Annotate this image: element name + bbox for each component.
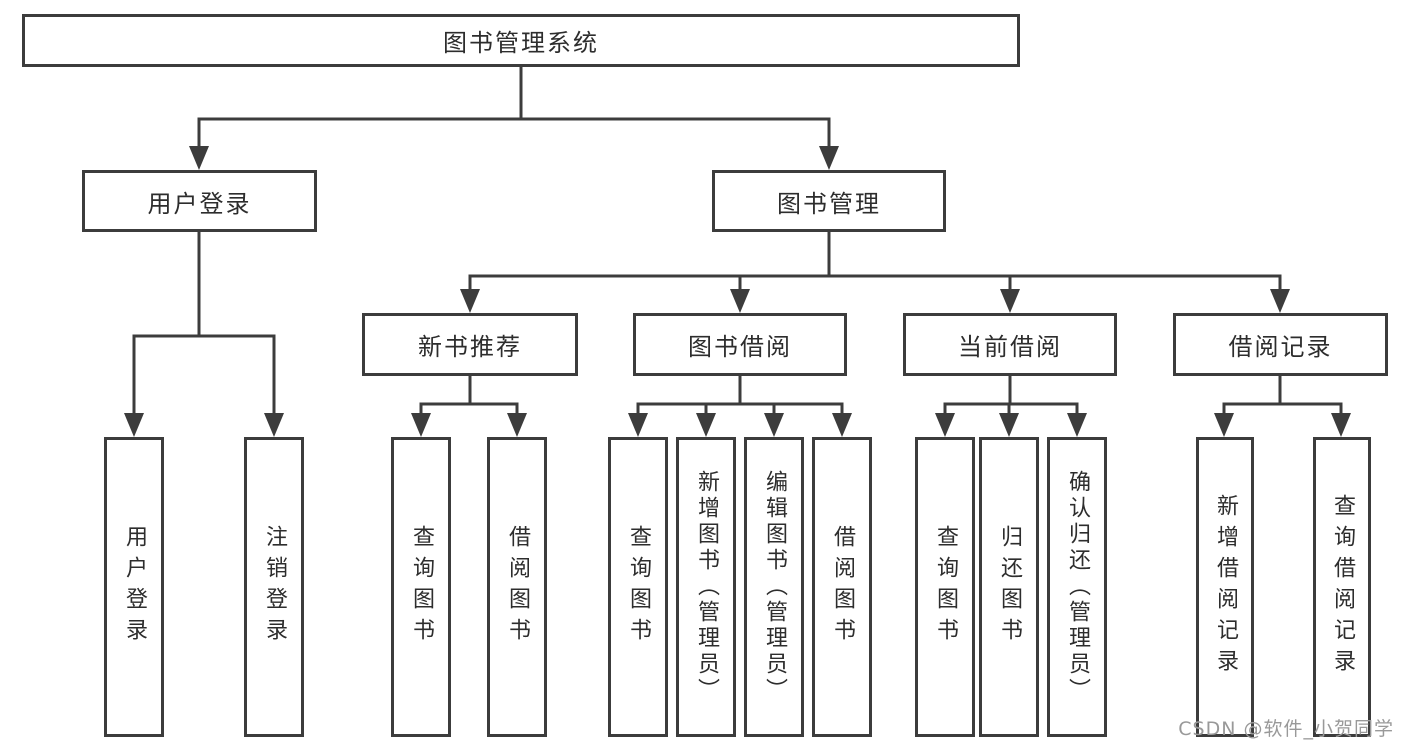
arrowhead-br-add-record [1214, 413, 1234, 437]
node-root: 图书管理系统 [22, 14, 1020, 67]
watermark: CSDN @软件_小贺同学 [1178, 718, 1394, 740]
leaf-cb-return-books-label: 归还图书 [997, 525, 1022, 649]
node-borrow-records-label: 借阅记录 [1228, 333, 1333, 361]
arrowhead-leaf-logout [264, 413, 284, 437]
arrowhead-new-book-recommend [460, 289, 480, 313]
leaf-bb-query-books: 查询图书 [608, 437, 668, 737]
leaf-br-add-record-label: 新增借阅记录 [1213, 494, 1238, 680]
arrowhead-bb-edit-books [764, 413, 784, 437]
leaf-nb-query-books: 查询图书 [391, 437, 451, 737]
leaf-br-query-record-label: 查询借阅记录 [1330, 494, 1355, 680]
leaf-cb-confirm-return-admin-label: 确认归还（管理员） [1065, 470, 1090, 704]
node-book-borrow-label: 图书借阅 [688, 333, 792, 361]
node-user-login: 用户登录 [82, 170, 317, 232]
leaf-user-login: 用户登录 [104, 437, 164, 737]
leaf-nb-borrow-books-label: 借阅图书 [505, 525, 530, 649]
leaf-cb-confirm-return-admin: 确认归还（管理员） [1047, 437, 1107, 737]
arrowhead-leaf-user-login [124, 413, 144, 437]
arrowhead-bb-borrow-books [832, 413, 852, 437]
connector-book-management-children [468, 230, 1282, 292]
node-user-login-label: 用户登录 [147, 189, 252, 218]
connector-book-borrow-children [636, 374, 844, 417]
connector-borrow-records-children [1222, 374, 1343, 417]
leaf-bb-add-books-admin-label: 新增图书（管理员） [694, 470, 719, 704]
arrowhead-bb-query-books [628, 413, 648, 437]
node-new-book-recommend: 新书推荐 [362, 313, 578, 376]
arrowhead-borrow-records [1270, 289, 1290, 313]
arrowhead-cb-query-books [935, 413, 955, 437]
connector-new-book-recommend-children [419, 374, 519, 417]
node-new-book-recommend-label: 新书推荐 [418, 333, 522, 361]
node-book-borrow: 图书借阅 [633, 313, 847, 376]
arrowhead-nb-borrow-books [507, 413, 527, 437]
leaf-cb-return-books: 归还图书 [979, 437, 1039, 737]
leaf-nb-query-books-label: 查询图书 [409, 525, 434, 649]
leaf-bb-borrow-books-label: 借阅图书 [830, 525, 855, 649]
node-root-label: 图书管理系统 [443, 29, 599, 57]
leaf-nb-borrow-books: 借阅图书 [487, 437, 547, 737]
leaf-bb-edit-books-admin: 编辑图书（管理员） [744, 437, 804, 737]
arrowhead-user-login [189, 146, 209, 170]
connector-user-login-children [132, 230, 276, 416]
arrowhead-nb-query-books [411, 413, 431, 437]
connector-root-to-level2 [197, 65, 831, 149]
leaf-bb-edit-books-admin-label: 编辑图书（管理员） [762, 470, 787, 704]
leaf-logout: 注销登录 [244, 437, 304, 737]
node-current-borrow: 当前借阅 [903, 313, 1117, 376]
node-current-borrow-label: 当前借阅 [958, 333, 1062, 361]
leaf-bb-add-books-admin: 新增图书（管理员） [676, 437, 736, 737]
leaf-bb-query-books-label: 查询图书 [626, 525, 651, 649]
leaf-br-add-record: 新增借阅记录 [1196, 437, 1254, 737]
connector-current-borrow-children [943, 374, 1079, 417]
leaf-user-login-label: 用户登录 [122, 525, 147, 649]
arrowhead-br-query-record [1331, 413, 1351, 437]
leaf-bb-borrow-books: 借阅图书 [812, 437, 872, 737]
node-book-management-label: 图书管理 [777, 189, 881, 218]
arrowhead-current-borrow [1000, 289, 1020, 313]
arrowhead-book-borrow [730, 289, 750, 313]
arrowhead-cb-confirm-return [1067, 413, 1087, 437]
leaf-logout-label: 注销登录 [262, 525, 287, 649]
arrowhead-book-management [819, 146, 839, 170]
leaf-cb-query-books: 查询图书 [915, 437, 975, 737]
arrowhead-bb-add-books [696, 413, 716, 437]
arrowhead-cb-return-books [999, 413, 1019, 437]
node-borrow-records: 借阅记录 [1173, 313, 1388, 376]
leaf-cb-query-books-label: 查询图书 [933, 525, 958, 649]
node-book-management: 图书管理 [712, 170, 946, 232]
leaf-br-query-record: 查询借阅记录 [1313, 437, 1371, 737]
